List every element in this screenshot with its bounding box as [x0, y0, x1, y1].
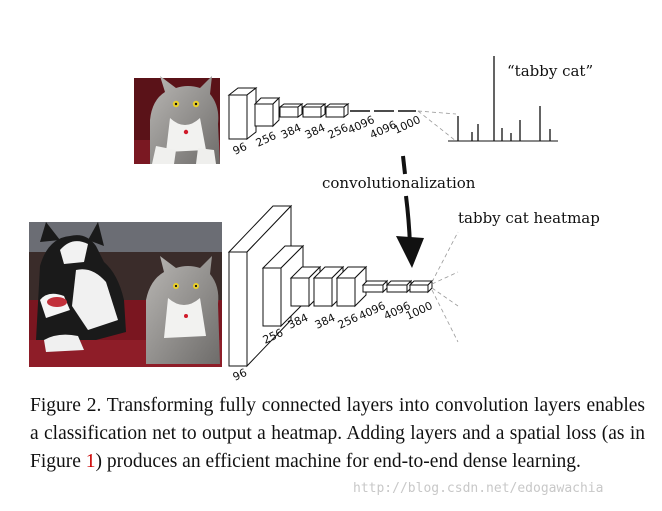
bottom-network [227, 204, 434, 368]
figure-diagram: 96 256 384 384 256 4096 4096 1000 “tabby… [29, 56, 600, 384]
top-layer-label-8: 1000 [392, 113, 423, 137]
bottom-projection-lines [431, 231, 459, 343]
bottom-cat-dog-photo [29, 222, 222, 367]
bottom-layer-label-1: 96 [231, 366, 249, 384]
caption-text-prefix: Figure 2. Transforming fully connected l… [30, 395, 645, 472]
top-layer-label-2: 256 [254, 129, 279, 150]
bottom-layer-label-4: 384 [313, 311, 338, 332]
top-projection-lines [417, 110, 457, 142]
convolutionalization-arrow [396, 155, 424, 268]
top-layer-label-1: 96 [231, 140, 249, 158]
top-output-plot [448, 56, 558, 142]
bottom-layer-label-5: 256 [336, 311, 361, 332]
caption-text-suffix: ) produces an efficient machine for end-… [95, 451, 581, 472]
top-network [227, 86, 350, 141]
top-layer-label-4: 384 [303, 121, 328, 142]
figure-caption: Figure 2. Transforming fully connected l… [30, 392, 645, 476]
bottom-output-label: tabby cat heatmap [458, 209, 600, 227]
arrow-label: convolutionalization [322, 174, 476, 192]
top-cat-photo [134, 76, 220, 164]
watermark: http://blog.csdn.net/edogawachia [353, 481, 604, 496]
figure-ref-link[interactable]: 1 [85, 451, 96, 472]
top-layer-label-3: 384 [279, 121, 304, 142]
top-output-label: “tabby cat” [507, 62, 593, 80]
